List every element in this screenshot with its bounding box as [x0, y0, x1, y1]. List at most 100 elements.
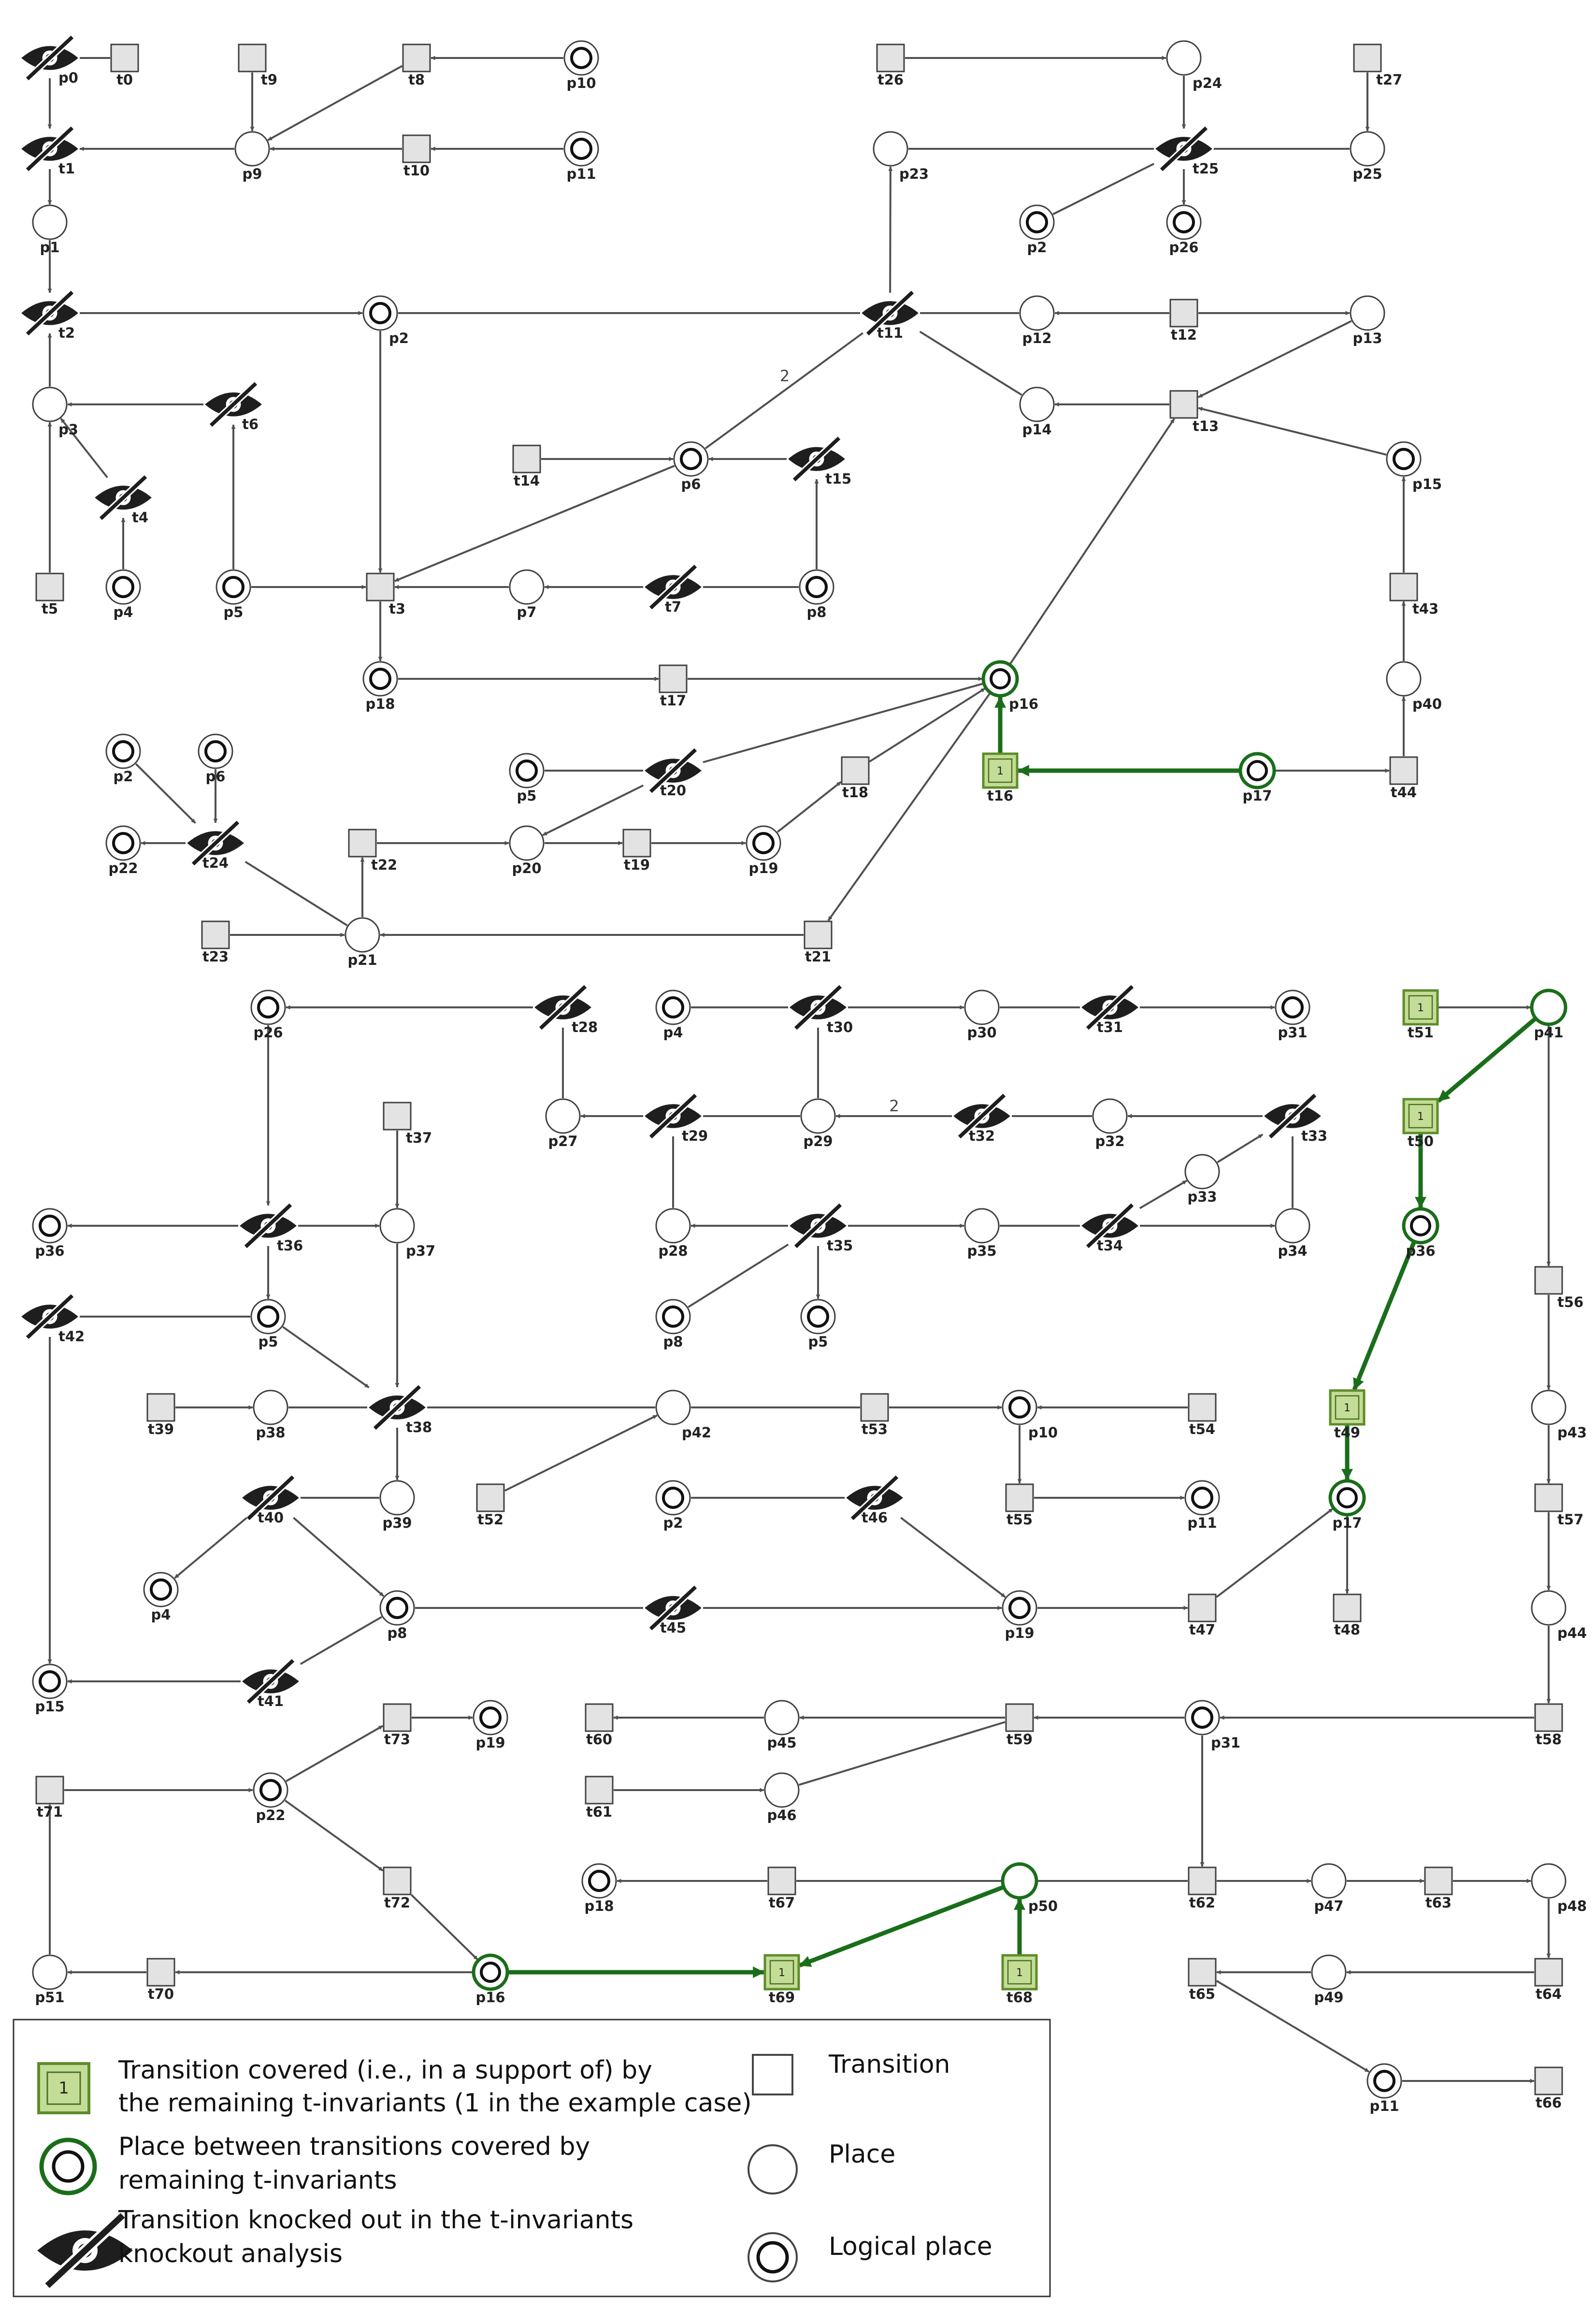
node-p22b: [253, 1772, 288, 1808]
node-p39: [379, 1480, 415, 1516]
node-t68: 1: [1001, 1954, 1038, 1991]
node-t60: [585, 1703, 614, 1732]
node-p12: [1019, 295, 1055, 331]
knockout-icon: [240, 1202, 297, 1249]
knockout-icon: [242, 1474, 299, 1521]
node-label: t41: [258, 1693, 284, 1709]
node-p15a: [1386, 441, 1422, 477]
node-label: p2: [1027, 239, 1047, 256]
node-label: t61: [586, 1804, 612, 1820]
node-label: p33: [1187, 1189, 1217, 1205]
node-label: t28: [572, 1019, 598, 1035]
arc-p6a-t11: [705, 332, 863, 449]
node-label: p11: [1187, 1515, 1217, 1531]
node-label: p21: [347, 952, 377, 968]
node-label: p2: [389, 330, 409, 346]
node-t43: [1389, 573, 1418, 602]
node-t2: [21, 289, 78, 337]
knockout-icon: [790, 1202, 847, 1249]
node-t41: [242, 1658, 299, 1705]
node-t51: 1: [1402, 989, 1439, 1026]
knockout-icon: [1081, 1202, 1138, 1249]
node-label: t63: [1425, 1894, 1452, 1911]
knockout-icon: [788, 435, 845, 483]
knockout-icon: [21, 289, 78, 337]
node-t20: [645, 747, 702, 794]
node-label: p5: [259, 1334, 278, 1350]
arc-p5c-t38: [282, 1326, 370, 1389]
node-t55: [1005, 1483, 1034, 1512]
node-t13: [1169, 390, 1198, 419]
node-t12: [1169, 299, 1198, 328]
node-label: p18: [584, 1898, 614, 1914]
node-t15: [788, 435, 845, 483]
node-p46: [764, 1772, 800, 1808]
node-label: t62: [1189, 1894, 1215, 1911]
node-p25: [1350, 131, 1385, 167]
knockout-icon: [1155, 125, 1212, 172]
node-t57: [1534, 1483, 1563, 1512]
node-label: p10: [1028, 1424, 1058, 1441]
node-label: t69: [769, 1989, 795, 2006]
node-t33: [1264, 1092, 1321, 1140]
node-p28: [655, 1208, 691, 1244]
legend-transition-symbol: [752, 2054, 793, 2095]
node-p43: [1531, 1390, 1567, 1425]
node-p5c: [250, 1299, 286, 1334]
node-t24: [187, 819, 244, 867]
node-p35: [964, 1208, 1000, 1244]
node-label: p22: [256, 1807, 285, 1823]
node-p36a: [32, 1208, 68, 1244]
node-p36b: [1402, 1207, 1439, 1245]
node-label: t65: [1189, 1986, 1215, 2002]
knockout-icon: [846, 1474, 903, 1521]
node-label: t23: [202, 948, 229, 965]
node-p15b: [32, 1664, 68, 1699]
node-p40: [1386, 661, 1422, 697]
node-p44: [1531, 1590, 1567, 1626]
token-count: 1: [997, 765, 1004, 777]
node-label: p29: [803, 1133, 833, 1149]
arc-t72-p16b: [411, 1894, 478, 1961]
node-t32: [953, 1092, 1010, 1140]
node-p6a: [673, 441, 709, 477]
knockout-icon: [21, 125, 78, 172]
node-t38: [369, 1384, 426, 1431]
node-label: p4: [151, 1606, 171, 1623]
legend-transition-label: Transition: [828, 2050, 950, 2079]
node-t50: 1: [1402, 1098, 1439, 1134]
node-label: t11: [877, 325, 903, 341]
legend-place-label: Place: [829, 2140, 895, 2169]
legend-knocked-out-line1: Transition knocked out in the t-invarian…: [118, 2206, 633, 2235]
arc-p2c-t25: [1052, 163, 1155, 215]
legend-knocked-out-line2: knockout analysis: [118, 2239, 343, 2268]
node-label: t22: [371, 857, 397, 873]
node-label: t30: [827, 1019, 853, 1035]
node-t49: 1: [1329, 1389, 1366, 1426]
node-t59: [1005, 1703, 1034, 1732]
node-label: t59: [1006, 1731, 1033, 1748]
node-label: p25: [1352, 166, 1382, 182]
node-t6: [205, 381, 262, 428]
node-label: p35: [967, 1243, 996, 1259]
legend-knocked-out-symbol: [37, 2211, 133, 2290]
node-label: t0: [116, 72, 133, 88]
node-t70: [146, 1958, 175, 1987]
node-label: t20: [660, 782, 686, 799]
node-p10a: [563, 40, 599, 76]
node-label: p6: [206, 768, 226, 785]
node-label: p13: [1352, 330, 1382, 346]
node-p11c: [1366, 2063, 1402, 2099]
arc-t11-p23: [888, 166, 893, 293]
node-label: t16: [987, 788, 1013, 804]
node-label: t71: [37, 1804, 63, 1820]
node-label: p19: [1005, 1625, 1034, 1641]
node-t21: [804, 920, 833, 949]
node-label: t55: [1006, 1511, 1033, 1528]
node-label: t15: [825, 471, 851, 487]
arc-p8c-t41: [300, 1616, 382, 1665]
knockout-icon: [187, 819, 244, 867]
node-label: p37: [406, 1243, 435, 1259]
arc-t11-p14: [919, 330, 1022, 396]
